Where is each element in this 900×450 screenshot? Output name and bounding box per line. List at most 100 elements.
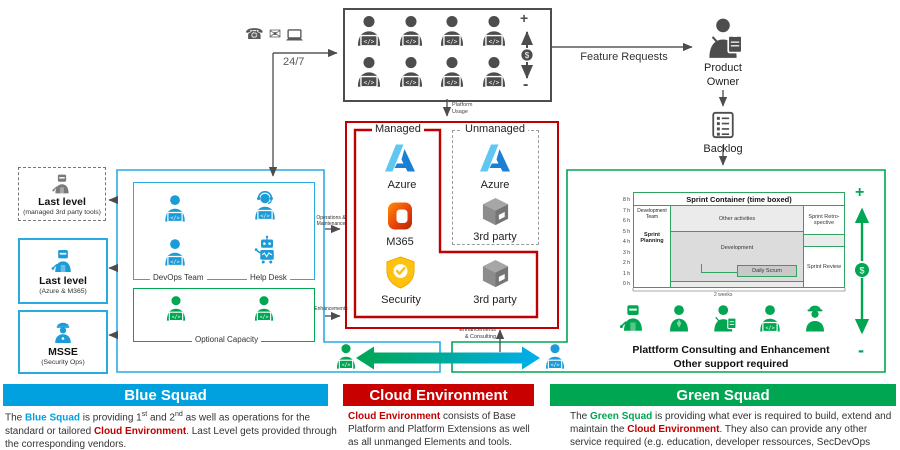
- text: as well as operations for the standard o…: [5, 412, 311, 437]
- cloud-environment-box: [345, 121, 559, 329]
- robot-icon: [252, 234, 282, 266]
- developer-icon: [250, 293, 278, 323]
- backlog-icon: [710, 110, 736, 140]
- optional-capacity-box: [133, 288, 315, 342]
- msse-box: MSSE (Security Ops): [18, 310, 108, 374]
- developer-icon: [477, 53, 511, 90]
- sprint-x-axis: [632, 288, 846, 292]
- last-level-1-subtitle: (managed 3rd party tools): [23, 208, 101, 216]
- welder-icon: [618, 301, 648, 335]
- ytick: 6 h: [623, 218, 630, 224]
- developer-icon: [352, 53, 386, 90]
- daily-scrum-cell: Daily Scrum: [737, 265, 797, 277]
- platform-users-grid: [352, 12, 512, 90]
- sprint-retro-cell: Sprint Retro- spective: [804, 206, 844, 235]
- ytick: 7 h: [623, 207, 630, 214]
- text: is providing 1: [80, 412, 142, 424]
- mail-icon: ✉: [268, 26, 282, 43]
- ytick: 3 h: [623, 249, 630, 256]
- phone-icon: ☎: [245, 26, 264, 43]
- green-scale-minus: -: [858, 340, 864, 360]
- mechanic-icon: [51, 173, 73, 195]
- azure-icon: [479, 142, 511, 174]
- daily-scrum-connector: [701, 264, 741, 273]
- party-unmanaged-label: 3rd party: [473, 231, 517, 243]
- analyst-icon: [709, 301, 739, 335]
- laptop-icon: [286, 28, 303, 42]
- last-level-2-title: Last level: [39, 274, 87, 287]
- contact-channels: ☎ ✉: [245, 27, 303, 42]
- cloud-environment-term: Cloud Environment: [93, 425, 187, 437]
- ytick: 2 h: [623, 260, 630, 266]
- developer-icon: [435, 12, 469, 49]
- security-label: Security: [381, 294, 421, 306]
- sprint-title: Sprint Container (time boxed): [634, 193, 844, 206]
- last-level-2-subtitle: (Azure & M365): [39, 287, 87, 295]
- backlog-label: Backlog: [703, 143, 743, 155]
- developer-icon: [477, 12, 511, 49]
- azure-unmanaged-label: Azure: [480, 179, 510, 191]
- product-owner-line1: Product: [704, 62, 742, 74]
- product-owner-line2: Owner: [706, 75, 740, 88]
- m365-label: M365: [386, 236, 414, 248]
- sprint-body: Development Team Sprint Planning Other a…: [634, 206, 844, 287]
- developer-icon: [352, 12, 386, 49]
- msse-title: MSSE: [48, 345, 78, 358]
- text: and 2: [147, 412, 175, 424]
- squad-exchange-arrow: [356, 346, 540, 370]
- superscript: nd: [175, 411, 183, 418]
- platform-users-box: [343, 8, 552, 102]
- sprint-middle-column: Other activities Development Daily Scrum: [671, 206, 803, 287]
- enhancements-label: Enhancements: [314, 306, 348, 312]
- package-icon: [480, 196, 511, 227]
- consulting-line1: Plattform Consulting and Enhancement: [632, 344, 830, 356]
- sprint-x-label: 2 weeks: [714, 292, 733, 298]
- ops-label-line2: Maintenance: [316, 221, 346, 228]
- text: . They also can provide any other servic…: [570, 424, 871, 449]
- development-label: Development: [720, 245, 754, 251]
- other-activities-cell: Other activities: [671, 206, 803, 232]
- enh-consulting-line1: Enhancements: [459, 327, 496, 333]
- users-scale-plus: +: [520, 10, 529, 26]
- sprint-gap-cell: [804, 235, 844, 247]
- platform-usage-line2: Usage: [452, 109, 468, 116]
- ytick: 0 h: [623, 281, 630, 287]
- availability-label: 24/7: [283, 56, 305, 68]
- developer-icon: [435, 53, 469, 90]
- azure-managed-label: Azure: [387, 179, 417, 191]
- sprint-left-column: Development Team Sprint Planning: [634, 206, 671, 287]
- text: The: [5, 412, 26, 424]
- developer-icon: [160, 236, 190, 268]
- blue-squad-description: The Blue Squad is providing 1st and 2nd …: [5, 410, 337, 450]
- green-squad-description: The Green Squad is providing what ever i…: [570, 410, 892, 450]
- cloud-environment-bar: Cloud Environment: [343, 384, 534, 406]
- ytick: 1 h: [623, 270, 630, 277]
- helpdesk-label: Help Desk: [247, 273, 290, 282]
- police-icon: [50, 319, 76, 345]
- sprint-right-column: Sprint Retro- spective Sprint Review: [803, 206, 844, 287]
- sprint-review-cell: Sprint Review: [807, 264, 841, 270]
- managed-label: Managed: [372, 123, 424, 135]
- last-level-1-title: Last level: [38, 195, 86, 208]
- sprint-bottom-strip: [671, 281, 803, 287]
- ops-maintenance-label: Operations & Maintenance: [313, 215, 349, 228]
- msse-subtitle: (Security Ops): [41, 358, 85, 366]
- development-cell: Development Daily Scrum: [671, 232, 803, 281]
- cloud-environment-term: Cloud Environment: [627, 424, 720, 436]
- sprint-container: Sprint Container (time boxed) Developmen…: [633, 192, 845, 288]
- product-owner-label: Product Owner: [693, 62, 753, 90]
- headset-agent-icon: [250, 190, 280, 222]
- green-squad-bar: Green Squad: [550, 384, 896, 406]
- last-level-3rd-party-box: Last level (managed 3rd party tools): [18, 167, 106, 221]
- users-scale-minus: -: [523, 76, 529, 93]
- consultant-icon: [664, 301, 694, 335]
- party-managed-label: 3rd party: [473, 294, 517, 306]
- optional-capacity-label: Optional Capacity: [192, 335, 262, 344]
- developer-icon: [541, 342, 569, 370]
- consulting-line2: Other support required: [673, 358, 789, 370]
- platform-usage-label: Platform Usage: [452, 102, 472, 116]
- green-squad-term: Green Squad: [590, 411, 653, 422]
- product-owner-icon: [700, 16, 746, 62]
- security-shield-icon: [385, 256, 416, 289]
